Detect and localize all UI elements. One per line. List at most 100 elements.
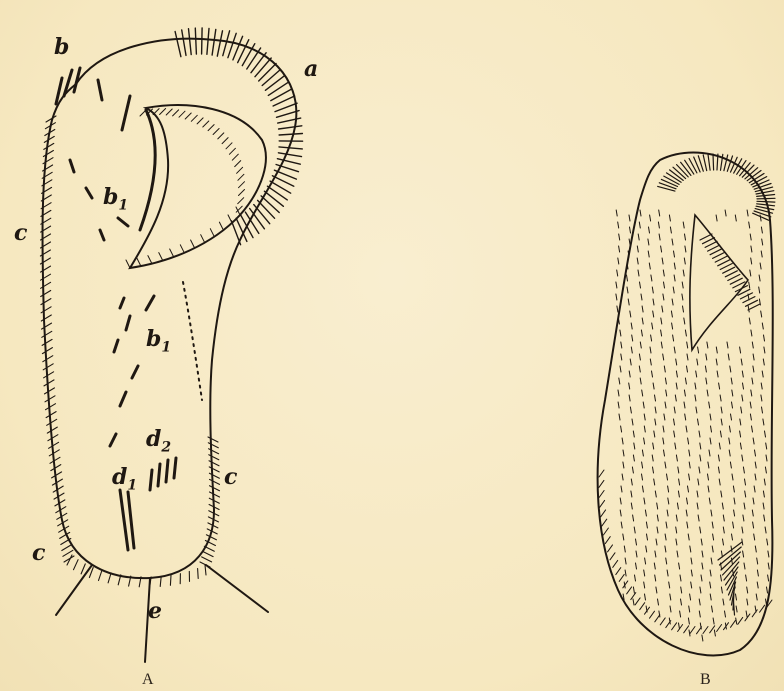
cilium: [712, 546, 713, 552]
cilium: [766, 455, 767, 461]
figure-a-peristome: [130, 105, 266, 268]
membranelle: [261, 196, 279, 213]
frontal-cirrus: [100, 230, 104, 240]
fringe: [201, 235, 205, 243]
cilium: [618, 222, 619, 228]
cilium: [767, 587, 768, 593]
cilium: [740, 443, 741, 449]
cilium: [629, 215, 630, 221]
cilium: [761, 395, 762, 401]
cilium: [665, 534, 666, 540]
cilium: [670, 606, 671, 612]
cilium: [617, 270, 618, 276]
cilium: [652, 371, 653, 377]
cilium: [655, 615, 660, 622]
cilium: [731, 620, 736, 627]
frontal-cirrus: [118, 218, 128, 226]
cilium: [657, 503, 658, 509]
cilium: [657, 515, 658, 521]
fringe: [238, 174, 244, 180]
cilium: [756, 594, 757, 600]
cilium: [710, 594, 711, 600]
cirrus: [160, 576, 161, 586]
cilium: [670, 594, 671, 600]
cilium: [690, 546, 691, 552]
cilium: [618, 258, 619, 264]
cirrus: [44, 143, 54, 149]
cirrus: [202, 557, 212, 562]
cilium: [760, 263, 761, 269]
cilium: [689, 474, 690, 480]
cilium: [764, 479, 765, 485]
cilium: [650, 611, 655, 618]
cilium: [688, 534, 689, 540]
cirrus: [81, 564, 85, 574]
fringe: [126, 260, 130, 268]
frontal-cirrus: [132, 366, 138, 378]
fringe: [229, 148, 235, 154]
cilium: [752, 342, 753, 348]
label-c-right: c: [224, 466, 237, 488]
cilium: [714, 630, 715, 636]
cilium: [751, 330, 752, 336]
membranelle: [715, 256, 727, 262]
cilium: [672, 323, 673, 329]
cilium: [730, 462, 731, 468]
cilium: [697, 491, 698, 497]
cilium: [664, 282, 665, 288]
cilium: [655, 395, 656, 401]
cilium: [699, 599, 700, 605]
cilium: [650, 359, 651, 365]
cilium: [732, 402, 733, 408]
cilium: [667, 474, 668, 480]
membranelle: [278, 153, 301, 157]
cilium: [602, 519, 607, 526]
frontal-cirrus: [120, 298, 124, 308]
cilium: [697, 627, 702, 634]
cilium: [633, 587, 634, 593]
cilium: [707, 390, 708, 396]
cilium: [695, 395, 696, 401]
cilium: [734, 498, 735, 504]
fringe: [208, 125, 214, 131]
membranelle: [748, 304, 760, 310]
cilium: [718, 455, 719, 461]
cilium: [747, 599, 748, 605]
fringe: [232, 154, 238, 160]
cilium: [650, 347, 651, 353]
cilium: [764, 335, 765, 341]
fringe: [170, 249, 174, 257]
figure-a-drawing: [40, 28, 302, 662]
cilium: [743, 551, 744, 557]
cilium: [619, 246, 620, 252]
cilium: [663, 294, 664, 300]
cilium: [619, 414, 620, 420]
cilium: [741, 359, 742, 365]
cilium: [708, 474, 709, 480]
cilium: [732, 534, 733, 540]
cilium: [683, 222, 684, 228]
cilium: [684, 318, 685, 324]
cilium: [740, 419, 741, 425]
cilium: [746, 611, 747, 617]
cilium: [732, 474, 733, 480]
frontal-cirrus: [110, 434, 116, 446]
cilium: [658, 599, 659, 605]
cilium: [763, 503, 764, 509]
membranelle: [713, 154, 714, 170]
cilium: [762, 407, 763, 413]
cilium: [755, 474, 756, 480]
cilium: [627, 287, 628, 293]
cilium: [755, 462, 756, 468]
cilium: [613, 560, 618, 567]
fringe: [159, 253, 163, 261]
cirrus: [203, 552, 213, 557]
cilium: [637, 246, 638, 252]
cilium: [630, 311, 631, 317]
cilium: [644, 414, 645, 420]
figure-a-undulating-membrane: [140, 110, 155, 230]
fringe: [210, 229, 214, 237]
cirrus: [43, 151, 53, 157]
cilium: [676, 371, 677, 377]
cilium: [742, 395, 743, 401]
